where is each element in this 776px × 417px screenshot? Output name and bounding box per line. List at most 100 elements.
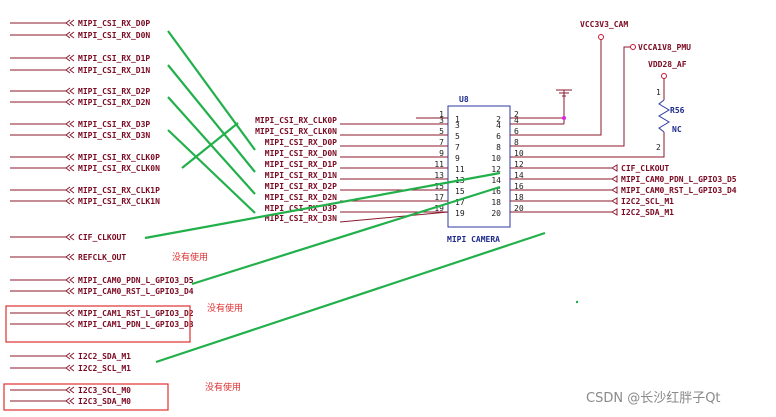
pin-number-inner: 3 [455,121,460,130]
unused-note-cam1: 没有使用 [207,302,243,314]
resistor-r56-icon[interactable] [658,99,670,133]
left-net-label[interactable]: REFCLK_OUT [78,253,126,262]
port-arrow-icon [69,186,75,194]
pin-number-inner: 11 [455,165,465,174]
pin-net-label[interactable]: MIPI_CSI_RX_D1N [265,171,337,180]
port-arrow-icon [69,253,75,261]
vdd28-label: VDD28_AF [648,60,687,69]
pin-net-label[interactable]: CIF_CLKOUT [621,164,669,173]
pin-number-outer: 6 [514,127,519,136]
port-arrow-icon [69,131,75,139]
left-net-label[interactable]: MIPI_CSI_RX_CLK1N [78,197,160,206]
unused-box-cam1 [5,305,191,343]
port-arrow-icon [65,153,71,161]
pin-number-inner: 2 [496,115,501,124]
left-net-label[interactable]: MIPI_CAM1_PDN_L_GPIO3_D3 [78,320,194,329]
left-net-label[interactable]: I2C3_SCL_M0 [78,386,131,395]
pin-net-label[interactable]: MIPI_CSI_RX_D3N [265,214,337,223]
left-net-label[interactable]: MIPI_CSI_RX_D2P [78,87,150,96]
port-arrow-icon [611,197,618,205]
pin-net-label[interactable]: MIPI_CSI_RX_CLK0N [255,127,337,136]
pin-number-inner: 20 [491,209,501,218]
pin-net-label[interactable]: I2C2_SDA_M1 [621,208,674,217]
left-net-label[interactable]: I2C3_SDA_M0 [78,397,131,406]
left-net-label[interactable]: MIPI_CAM0_RST_L_GPIO3_D4 [78,287,194,296]
left-net-label[interactable]: I2C2_SCL_M1 [78,364,131,373]
left-net-label[interactable]: MIPI_CSI_RX_CLK1P [78,186,160,195]
pin-net-label[interactable]: MIPI_CAM0_RST_L_GPIO3_D4 [621,186,737,195]
pin-number-outer: 11 [434,160,444,169]
pin-number-inner: 5 [455,132,460,141]
port-arrow-icon [69,287,75,295]
watermark: CSDN @长沙红胖子Qt [586,390,721,406]
port-arrow-icon [69,66,75,74]
port-arrow-icon [611,175,618,183]
port-arrow-icon [65,320,71,328]
pin-net-label[interactable]: MIPI_CSI_RX_D1P [265,160,337,169]
unused-note-i2c3: 没有使用 [205,381,241,393]
pin-net-label[interactable]: MIPI_CSI_RX_CLK0P [255,116,337,125]
port-arrow-icon [65,352,71,360]
port-arrow-icon [611,164,618,172]
annotation-line-cam0 [191,185,501,286]
annotation-line-d3 [167,129,256,214]
component-u8-body[interactable] [447,105,511,228]
vcc3v3-label: VCC3V3_CAM [580,20,628,29]
left-net-label[interactable]: MIPI_CAM1_RST_L_GPIO3_D2 [78,309,194,318]
annotation-line-d0 [167,30,256,151]
port-arrow-icon [611,186,618,194]
vdd28-port-icon [661,73,667,79]
left-net-label[interactable]: MIPI_CSI_RX_D1P [78,54,150,63]
port-arrow-icon [65,98,71,106]
left-net-label[interactable]: I2C2_SDA_M1 [78,352,131,361]
pin-wire-left [339,211,449,223]
left-net-label[interactable]: MIPI_CSI_RX_D3P [78,120,150,129]
pin-number-outer: 14 [514,171,524,180]
port-arrow-icon [69,120,75,128]
port-arrow-icon [65,386,71,394]
pin-number-inner: 4 [496,121,501,130]
left-net-label[interactable]: MIPI_CSI_RX_CLK0N [78,164,160,173]
pin-number-inner: 6 [496,132,501,141]
pin-number-outer: 5 [439,127,444,136]
pin-net-label[interactable]: MIPI_CSI_RX_D0N [265,149,337,158]
port-arrow-icon [611,208,618,216]
pin-number-outer: 1 [439,110,444,119]
port-arrow-icon [65,309,71,317]
port-arrow-icon [65,233,71,241]
left-net-label[interactable]: MIPI_CSI_RX_D0N [78,31,150,40]
port-arrow-icon [69,19,75,27]
pin-net-label[interactable]: MIPI_CAM0_PDN_L_GPIO3_D5 [621,175,737,184]
pin-number-inner: 16 [491,187,501,196]
port-arrow-icon [69,233,75,241]
port-arrow-icon [65,120,71,128]
vcca1v8-wire [512,46,631,147]
port-arrow-icon [65,164,71,172]
port-arrow-icon [65,253,71,261]
left-net-label[interactable]: MIPI_CSI_RX_CLK0P [78,153,160,162]
left-net-label[interactable]: MIPI_CSI_RX_D2N [78,98,150,107]
pin-net-label[interactable]: MIPI_CSI_RX_D2P [265,182,337,191]
port-arrow-icon [69,164,75,172]
pin-net-label[interactable]: MIPI_CSI_RX_D2N [265,193,337,202]
pin-number-inner: 19 [455,209,465,218]
port-arrow-icon [65,186,71,194]
left-net-label[interactable]: MIPI_CSI_RX_D3N [78,131,150,140]
pin-number-outer: 10 [514,149,524,158]
left-net-label[interactable]: CIF_CLKOUT [78,233,126,242]
pin-number-inner: 17 [455,198,465,207]
pin-number-inner: 12 [491,165,501,174]
left-net-label[interactable]: MIPI_CAM0_PDN_L_GPIO3_D5 [78,276,194,285]
left-net-label[interactable]: MIPI_CSI_RX_D1N [78,66,150,75]
pin-net-label[interactable]: I2C2_SCL_M1 [621,197,674,206]
pin-number-outer: 16 [514,182,524,191]
pin-net-label[interactable]: MIPI_CSI_RX_D0P [265,138,337,147]
resistor-ref: R56 [670,106,685,115]
port-arrow-icon [65,54,71,62]
port-arrow-icon [65,287,71,295]
pin-number-outer: 8 [514,138,519,147]
left-net-label[interactable]: MIPI_CSI_RX_D0P [78,19,150,28]
pin-number-inner: 9 [455,154,460,163]
pin-number-outer: 3 [439,116,444,125]
port-arrow-icon [65,197,71,205]
